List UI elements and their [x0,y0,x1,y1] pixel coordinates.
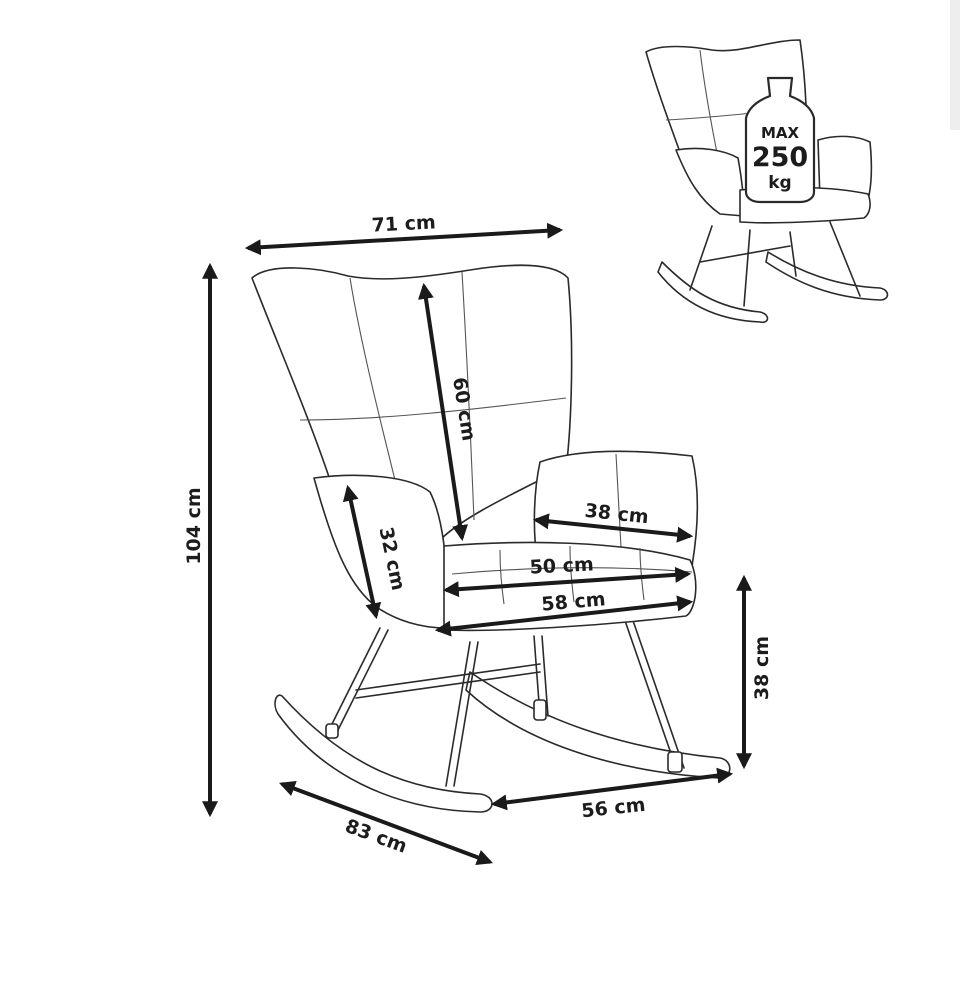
inset-leg-2 [743,229,751,307]
arrow-seat-width [442,566,692,598]
load-badge-line1: MAX [761,124,800,142]
backrest [251,264,573,541]
scrollbar-edge[interactable] [950,0,960,130]
label-base-width: 56 cm [580,794,646,823]
leg-front-right-2 [453,641,479,787]
rocker-bolt-mid [533,699,547,721]
backrest-seam-1 [349,277,401,501]
arrow-backrest-height [417,282,469,542]
leg-front-left [325,627,381,737]
dimension-arrows [202,222,752,865]
inset-leg-bar [699,245,791,263]
label-seat-height: 38 cm [751,636,773,700]
inset-leg-1 [689,225,713,291]
label-seat-width: 50 cm [529,553,594,578]
label-base-depth: 83 cm [342,815,410,858]
leg-front-left-2 [333,629,389,739]
leg-rear-right-2 [629,611,685,769]
label-width-overall: 71 cm [371,211,436,236]
arrow-armrest-depth [532,513,694,543]
inset-leg-4 [789,231,797,277]
arrow-armrest-height [342,484,382,620]
inset-chair-drawing: MAX 250 kg [645,39,889,324]
arrow-seat-depth [434,595,694,637]
arrow-width-overall [244,222,564,256]
rocker-bolt-left [325,723,339,739]
inset-arm-left [675,147,745,217]
arrow-base-depth [279,781,493,865]
load-badge-line3: kg [768,173,791,193]
rocking-chair-drawing [251,264,731,813]
leg-front-right [445,641,471,787]
inset-leg-3 [829,221,861,297]
leg-crossbar [355,663,541,691]
arrow-base-width [490,767,734,811]
rocker-bolt-right [667,751,683,773]
inset-rocker-rear [765,251,889,301]
rocker-rear [465,671,731,779]
leg-rear-mid-2 [541,635,549,717]
leg-rear-right [621,611,677,769]
label-height-overall: 104 cm [183,487,205,564]
leg-crossbar-2 [355,671,541,699]
weight-icon [744,76,816,204]
inset-rocker-front [657,261,769,324]
load-badge-line2: 250 [752,142,808,173]
